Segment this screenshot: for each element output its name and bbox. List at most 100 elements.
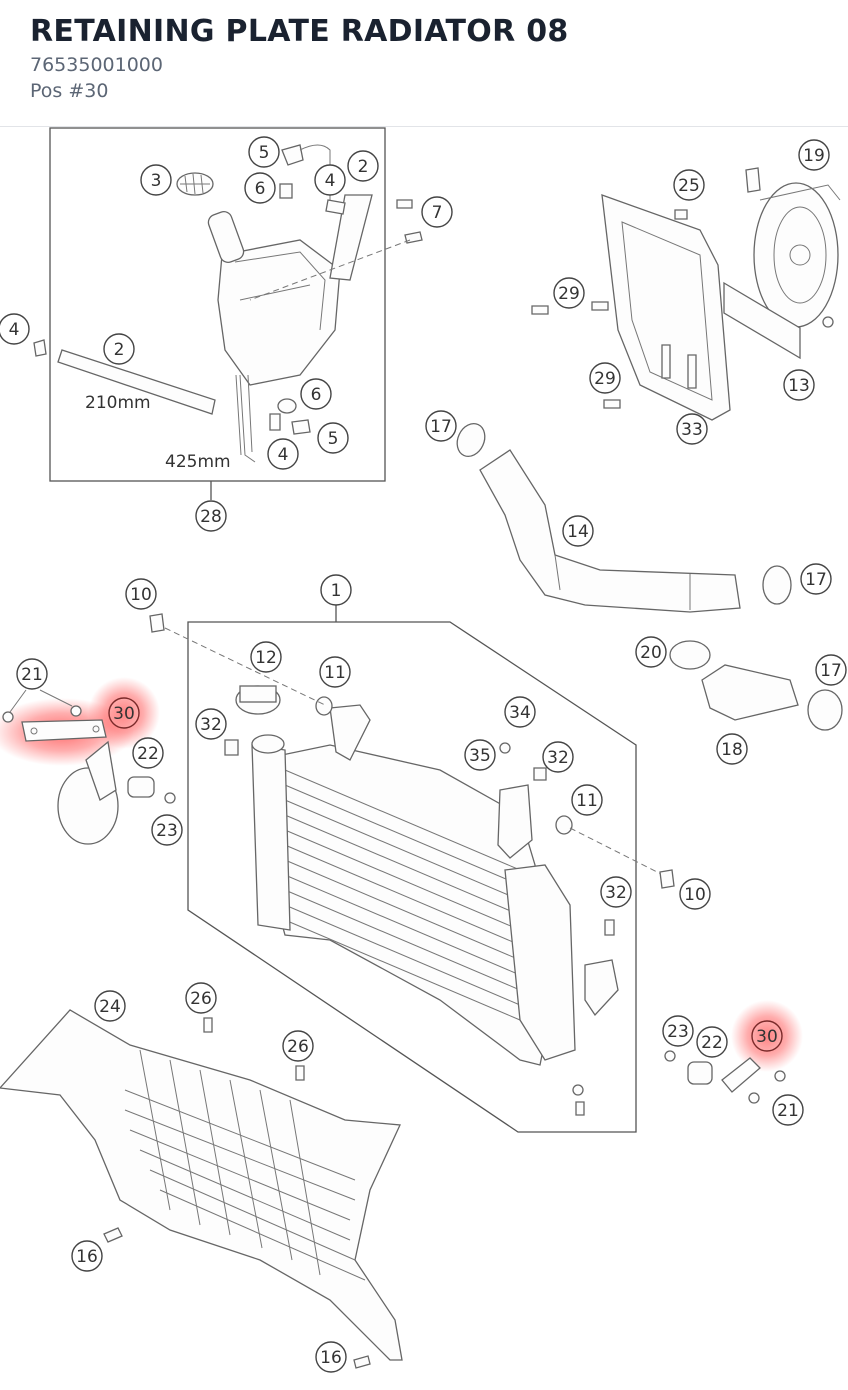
callout-circle [635,636,667,668]
callout-32[interactable]: 32 [195,708,227,740]
callout-28[interactable]: 28 [195,500,227,532]
callout-5[interactable]: 5 [317,422,349,454]
callout-14[interactable]: 14 [562,515,594,547]
callout-circle [108,697,140,729]
callout-5[interactable]: 5 [248,136,280,168]
callout-number: 19 [803,146,825,166]
callout-22[interactable]: 22 [132,737,164,769]
callout-circle [571,784,603,816]
callout-10[interactable]: 10 [679,878,711,910]
callout-circle [319,656,351,688]
callout-number: 18 [721,740,743,760]
page-title: RETAINING PLATE RADIATOR 08 [30,14,569,49]
callout-number: 21 [777,1101,799,1121]
callout-10[interactable]: 10 [125,578,157,610]
callout-13[interactable]: 13 [783,369,815,401]
callout-24[interactable]: 24 [94,990,126,1022]
callout-32[interactable]: 32 [600,876,632,908]
callout-35[interactable]: 35 [464,739,496,771]
coolant-hose-group [456,422,843,731]
callout-23[interactable]: 23 [662,1015,694,1047]
callout-30[interactable]: 30 [751,1020,783,1052]
callout-21[interactable]: 21 [772,1094,804,1126]
callout-circle [662,1015,694,1047]
callout-17[interactable]: 17 [815,654,847,686]
retaining-plate-right[interactable] [721,1057,761,1093]
callout-circle [16,658,48,690]
callout-22[interactable]: 22 [696,1026,728,1058]
callout-21[interactable]: 21 [16,658,48,690]
callout-number: 34 [509,703,531,723]
callout-6[interactable]: 6 [300,378,332,410]
radiator-group [149,604,675,1133]
callout-number: 30 [113,704,135,724]
callout-18[interactable]: 18 [716,733,748,765]
callout-4[interactable]: 4 [267,438,299,470]
callout-circle [673,169,705,201]
callout-12[interactable]: 12 [250,641,282,673]
position-label: Pos #30 [30,80,109,102]
cooling-fan-group [723,167,841,360]
callout-26[interactable]: 26 [185,982,217,1014]
callout-33[interactable]: 33 [676,413,708,445]
callout-19[interactable]: 19 [798,139,830,171]
callout-number: 4 [278,445,289,465]
callout-25[interactable]: 25 [673,169,705,201]
callout-circle [250,641,282,673]
callout-circle [562,515,594,547]
callout-circle [317,422,349,454]
callout-number: 32 [200,715,222,735]
callout-30[interactable]: 30 [108,697,140,729]
callout-number: 4 [9,320,20,340]
callout-7[interactable]: 7 [421,196,453,228]
callout-number: 5 [328,429,339,449]
retaining-plate-left[interactable] [21,719,107,742]
callout-number: 29 [594,369,616,389]
callout-circle [783,369,815,401]
callout-34[interactable]: 34 [504,696,536,728]
callout-circle [300,378,332,410]
callout-16[interactable]: 16 [315,1341,347,1373]
callout-6[interactable]: 6 [244,172,276,204]
callout-11[interactable]: 11 [319,656,351,688]
callout-circle [542,741,574,773]
radiator-right-tank [504,864,576,1061]
callout-11[interactable]: 11 [571,784,603,816]
callout-2[interactable]: 2 [347,150,379,182]
callout-1[interactable]: 1 [320,574,352,606]
callout-17[interactable]: 17 [425,410,457,442]
hose-elbow [701,664,799,721]
callout-23[interactable]: 23 [151,814,183,846]
callout-number: 2 [114,340,125,360]
callout-32[interactable]: 32 [542,741,574,773]
callout-circle [103,333,135,365]
callout-26[interactable]: 26 [282,1030,314,1062]
callout-number: 22 [137,744,159,764]
callout-number: 33 [681,420,703,440]
callout-number: 23 [156,821,178,841]
callout-number: 30 [756,1027,778,1047]
callout-29[interactable]: 29 [553,277,585,309]
right-mount-group [664,1050,786,1104]
callout-circle [772,1094,804,1126]
callout-29[interactable]: 29 [589,362,621,394]
callout-circle [132,737,164,769]
tank-filler-neck [207,211,245,263]
callout-circle [589,362,621,394]
callout-circle [800,563,832,595]
callout-2[interactable]: 2 [103,333,135,365]
callout-circle [314,164,346,196]
callout-20[interactable]: 20 [635,636,667,668]
highlight-glow-30-right [731,1000,803,1072]
callout-circle [244,172,276,204]
callout-4[interactable]: 4 [314,164,346,196]
callout-4[interactable]: 4 [0,313,30,345]
callout-circle [600,876,632,908]
callout-17[interactable]: 17 [800,563,832,595]
callout-16[interactable]: 16 [71,1240,103,1272]
callout-3[interactable]: 3 [140,164,172,196]
tank-hose-upper [329,194,373,281]
radiator-guard [0,1009,403,1361]
callout-number: 6 [255,179,266,199]
cooling-fan [753,182,839,328]
